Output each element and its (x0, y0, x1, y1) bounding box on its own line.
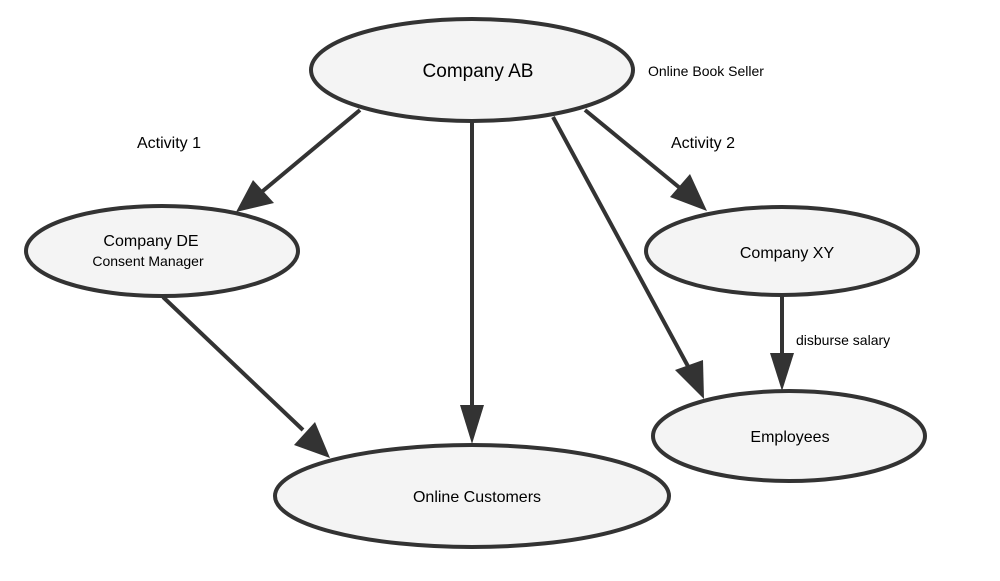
edge-de-customers[interactable] (161, 295, 330, 458)
edge-label-disburse-salary: disburse salary (796, 332, 890, 348)
annotation-online-book-seller: Online Book Seller (648, 63, 764, 79)
arrowhead (460, 405, 484, 444)
edge-label-activity-2: Activity 2 (671, 135, 735, 152)
node-title: Company XY (740, 245, 835, 262)
edge-xy-employees[interactable] (770, 296, 794, 391)
arrowhead (670, 174, 707, 211)
arrowhead (294, 422, 330, 458)
edge-label-activity-1: Activity 1 (137, 135, 201, 152)
node-title: Company AB (423, 61, 534, 82)
node-title: Online Customers (413, 489, 541, 506)
node-title: Company DE (103, 233, 198, 250)
node-title: Employees (750, 429, 829, 446)
node-online-customers[interactable]: Online Customers (273, 443, 671, 549)
arrowhead (770, 353, 794, 391)
edge-ab-employees[interactable] (551, 116, 704, 399)
edge-ab-de[interactable] (236, 108, 362, 212)
node-employees[interactable]: Employees (651, 389, 927, 483)
arrowhead (236, 180, 274, 212)
node-company-ab[interactable]: Company AB (309, 17, 635, 123)
edge-ab-customers[interactable] (460, 122, 484, 444)
edge-ab-xy[interactable] (583, 108, 707, 211)
arrowhead (675, 360, 704, 399)
node-subtitle: Consent Manager (92, 253, 204, 269)
node-company-de[interactable]: Company DE Consent Manager (24, 204, 300, 298)
node-company-xy[interactable]: Company XY (644, 205, 920, 297)
